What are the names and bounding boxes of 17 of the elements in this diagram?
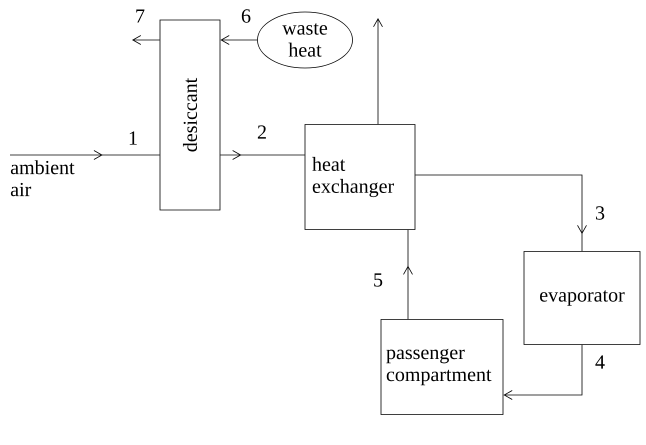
arrow — [503, 344, 582, 400]
process-box: desiccant — [160, 20, 220, 210]
process-box: evaporator — [524, 251, 640, 345]
edge-label: 3 — [594, 205, 606, 221]
process-box: passenger compartment — [380, 319, 504, 415]
edge-label: 6 — [240, 8, 252, 24]
arrow — [132, 35, 160, 45]
edge-label: 4 — [594, 354, 606, 370]
arrow — [220, 35, 258, 45]
edge-label: 1 — [127, 130, 139, 146]
arrow — [373, 18, 383, 124]
edge-label: 5 — [372, 272, 384, 288]
edge-label: 7 — [134, 8, 146, 24]
bare-text: ambient air — [10, 160, 75, 196]
edge-label: 2 — [256, 124, 268, 140]
process-box: heat exchanger — [304, 124, 416, 230]
oval-node: waste heat — [257, 12, 353, 68]
